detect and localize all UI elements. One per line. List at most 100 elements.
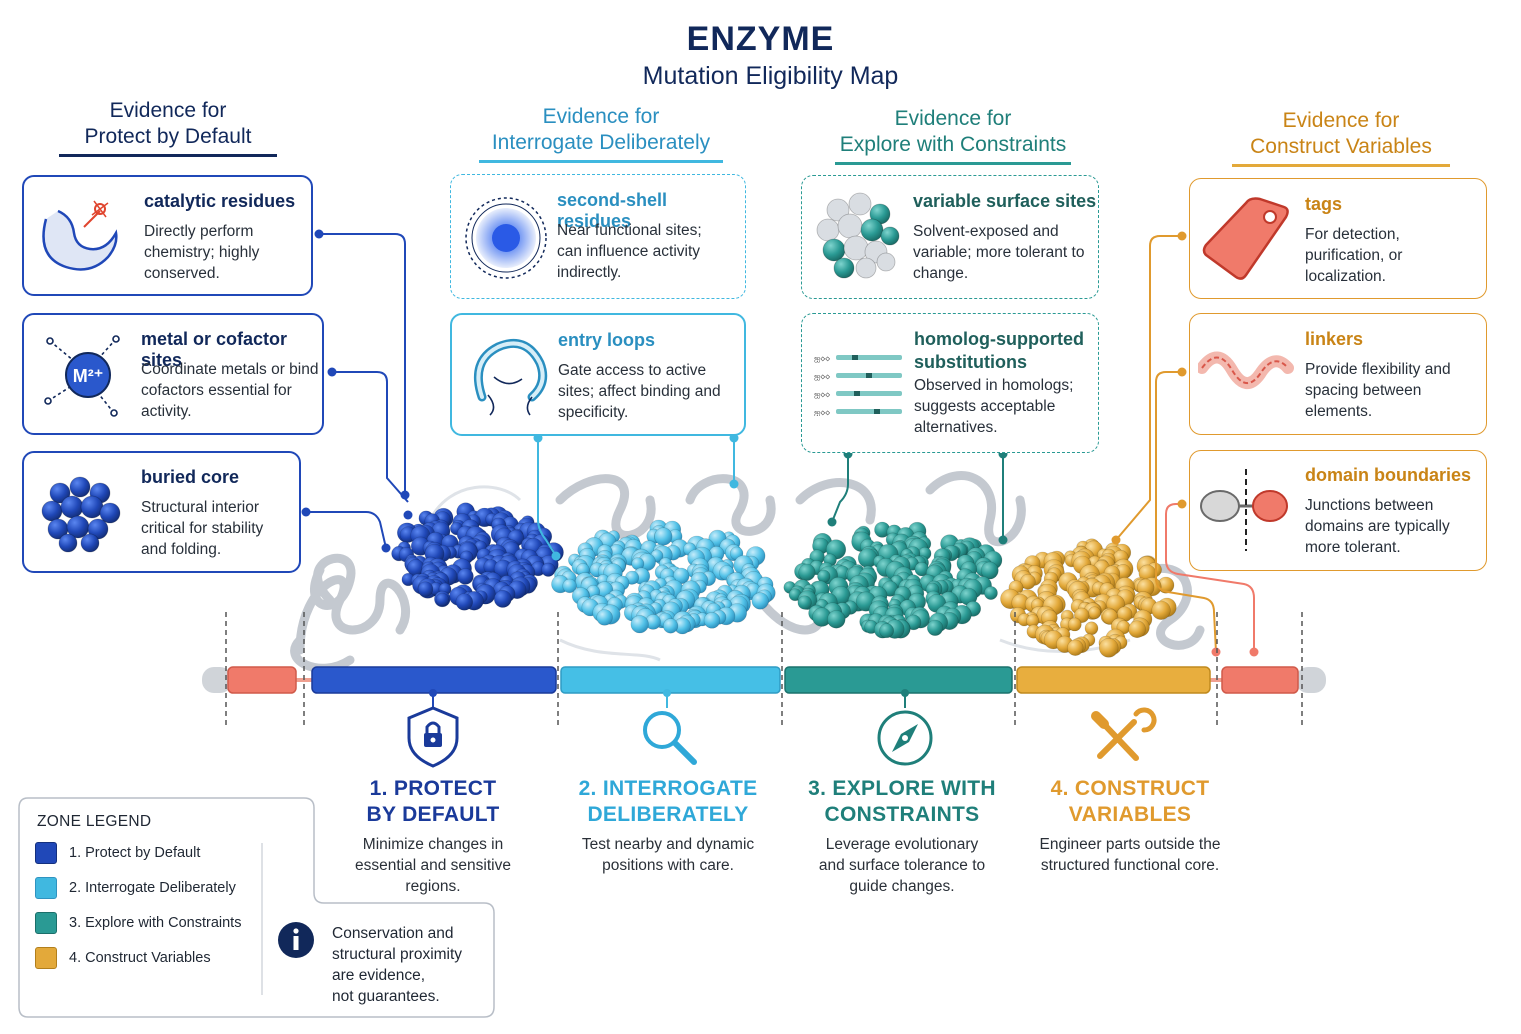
card-second-shell-residues[interactable]: second-shell residues Near functional si… (450, 174, 746, 299)
zone-title: 3. EXPLORE WITH CONSTRAINTS (798, 776, 1006, 828)
legend-item: 3. Explore with Constraints (35, 912, 241, 934)
atom-sphere (49, 482, 71, 504)
page-title: ENZYME (686, 20, 835, 58)
zone-explore: 3. EXPLORE WITH CONSTRAINTS Leverage evol… (798, 776, 1006, 897)
connector-dots (301, 229, 1259, 657)
column-heading-line: Protect by Default (84, 125, 252, 148)
column-heading-interrogate: Evidence for Interrogate Deliberately (470, 104, 732, 163)
legend-panel (18, 797, 495, 1018)
atom-sphere (417, 581, 434, 597)
atom-sphere (833, 257, 855, 279)
protect-segment (311, 666, 557, 694)
entry-loop-icon (474, 339, 548, 416)
svg-text:ஐ◇◇: ஐ◇◇ (814, 372, 830, 381)
card-tags[interactable]: tags For detection, purification, or loc… (1189, 178, 1487, 299)
atom-sphere (855, 257, 877, 279)
wrench-screwdriver-icon (1091, 707, 1157, 761)
atom-sphere (876, 252, 896, 272)
atom-sphere (843, 235, 869, 261)
zone-title-line: 3. EXPLORE WITH (808, 777, 996, 800)
zone-description: Leverage evolutionary and surface tolera… (818, 836, 986, 895)
column-heading-rule (835, 162, 1071, 165)
linker-icon (1198, 351, 1294, 389)
card-linkers[interactable]: linkers Provide flexibility and spacing … (1189, 313, 1487, 435)
card-homolog-supported-substitutions[interactable]: ஐ◇◇ஐ◇◇ஐ◇◇ஐ◇◇ homolog-supported substitut… (801, 313, 1099, 453)
legend-item: 1. Protect by Default (35, 842, 200, 864)
card-description: Directly perform chemistry; highly conse… (144, 223, 260, 282)
atom-sphere (1067, 639, 1084, 656)
atom-sphere (99, 502, 121, 524)
atom-sphere (798, 563, 816, 581)
atom-sphere (816, 218, 840, 242)
atom-sphere (827, 610, 846, 629)
atom-sphere (826, 198, 850, 222)
card-domain-boundaries[interactable]: domain boundaries Junctions between doma… (1189, 450, 1487, 571)
legend-label: 1. Protect by Default (69, 845, 201, 861)
atom-sphere (1151, 600, 1171, 620)
metal-ion-icon: M²⁺ (44, 335, 120, 417)
card-buried-core[interactable]: buried core Structural interior critical… (22, 451, 301, 573)
column-heading-line: Evidence for (542, 105, 660, 128)
zone-title-line: CONSTRAINTS (824, 803, 980, 826)
atom-sphere (1084, 621, 1099, 636)
page-subtitle: Mutation Eligibility Map (642, 62, 899, 90)
legend-title: ZONE LEGEND (37, 813, 152, 830)
card-description: Junctions between domains are typically … (1305, 497, 1450, 556)
legend-swatch (35, 912, 57, 934)
zone-title-line: 1. PROTECT (369, 777, 497, 800)
card-catalytic-residues[interactable]: catalytic residues Directly perform chem… (22, 175, 313, 296)
atom-sphere (837, 213, 863, 239)
svg-text:ஐ◇◇: ஐ◇◇ (814, 408, 830, 416)
atom-sphere (984, 586, 998, 600)
protect-zone-atoms (391, 502, 564, 611)
evidence-note: Conservation and structural proximity ar… (332, 923, 492, 1007)
info-icon (278, 922, 314, 958)
note-line: are evidence, (332, 967, 426, 984)
note-line: structural proximity (332, 946, 463, 963)
card-description: Gate access to active sites; affect bind… (558, 362, 721, 421)
atom-sphere (879, 623, 894, 639)
card-title: metal or cofactor sites (141, 329, 288, 370)
column-heading-rule (1232, 164, 1450, 167)
card-description: Provide flexibility and spacing between … (1305, 361, 1451, 420)
legend-swatch (35, 947, 57, 969)
card-metal-cofactor-sites[interactable]: M²⁺ metal or cofactor sites Coordinate m… (22, 313, 324, 435)
column-heading-line: Evidence for (109, 99, 227, 122)
card-title: variable surface sites (913, 191, 1097, 211)
column-heading-rule (479, 160, 723, 163)
zone-description: Minimize changes in essential and sensit… (355, 836, 511, 895)
column-heading-line: Evidence for (894, 107, 1012, 130)
card-title: homolog-supported substitutions (914, 329, 1084, 372)
tag-segment-left (227, 666, 297, 694)
atom-sphere (41, 500, 63, 522)
column-heading-line: Evidence for (1282, 109, 1400, 132)
atom-sphere (596, 609, 613, 626)
atom-sphere (80, 495, 104, 519)
atom-sphere (455, 593, 473, 611)
interrogate-segment (560, 666, 781, 694)
sequence-alignment-icon: ஐ◇◇ஐ◇◇ஐ◇◇ஐ◇◇ (814, 354, 902, 416)
card-description: For detection, purification, or localiza… (1305, 226, 1403, 285)
legend-label: 4. Construct Variables (69, 950, 211, 966)
atom-sphere (69, 476, 91, 498)
legend-swatch (35, 877, 57, 899)
card-title: tags (1305, 194, 1343, 214)
atom-sphere (1128, 620, 1146, 639)
atom-sphere (58, 533, 78, 553)
zone-description: Engineer parts outside the structured fu… (1039, 836, 1221, 874)
note-line: Conservation and (332, 925, 454, 942)
catalytic-pocket-icon (42, 200, 118, 271)
compass-icon (877, 710, 933, 766)
card-variable-surface-sites[interactable]: variable surface sites Solvent-exposed a… (801, 175, 1099, 299)
zone-title-line: 2. INTERROGATE (578, 777, 758, 800)
shield-lock-icon (407, 706, 459, 768)
second-shell-icon (465, 197, 547, 279)
legend-item: 2. Interrogate Deliberately (35, 877, 236, 899)
surface-sites-icon (816, 192, 900, 279)
card-entry-loops[interactable]: entry loops Gate access to active sites;… (450, 313, 746, 436)
